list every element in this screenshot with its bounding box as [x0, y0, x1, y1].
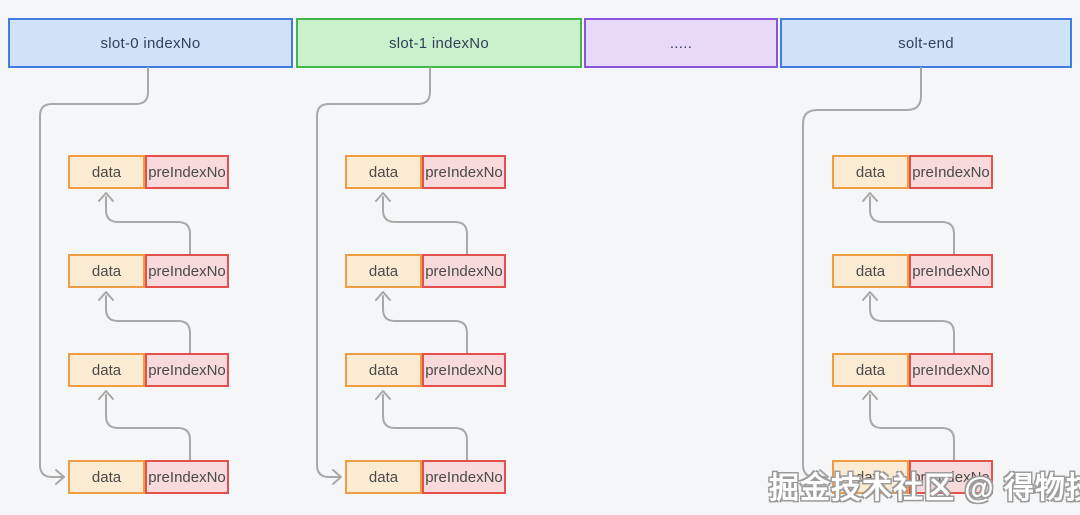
node-col2-row4: data preIndexNo	[345, 460, 506, 494]
node-preindexno-cell: preIndexNo	[909, 353, 993, 387]
node-preindexno-cell: preIndexNo	[422, 155, 506, 189]
node-col2-row2: data preIndexNo	[345, 254, 506, 288]
node-col3-row1: data preIndexNo	[832, 155, 993, 189]
slot1-connectors	[316, 67, 468, 485]
node-col3-row3: data preIndexNo	[832, 353, 993, 387]
node-data-cell: data	[68, 353, 145, 387]
watermark: 掘金技术社区 @ 得物技术	[769, 472, 1080, 505]
node-col1-row4: data preIndexNo	[68, 460, 229, 494]
node-data-cell: data	[345, 460, 422, 494]
node-data-cell: data	[345, 155, 422, 189]
node-preindexno-cell: preIndexNo	[422, 353, 506, 387]
slot-end-label: solt-end	[898, 34, 954, 52]
node-preindexno-cell: preIndexNo	[145, 155, 229, 189]
node-data-cell: data	[68, 254, 145, 288]
node-preindexno-cell: preIndexNo	[909, 155, 993, 189]
node-data-cell: data	[832, 254, 909, 288]
node-col3-row4: data preIndexNo	[832, 460, 993, 494]
node-preindexno-cell: preIndexNo	[422, 254, 506, 288]
node-col1-row3: data preIndexNo	[68, 353, 229, 387]
node-col1-row1: data preIndexNo	[68, 155, 229, 189]
node-data-cell: data	[68, 155, 145, 189]
node-col2-row3: data preIndexNo	[345, 353, 506, 387]
node-data-cell: data	[345, 353, 422, 387]
node-preindexno-cell: preIndexNo	[909, 254, 993, 288]
slot-0-box: slot-0 indexNo	[8, 18, 293, 68]
node-preindexno-cell: preIndexNo	[145, 353, 229, 387]
node-preindexno-cell: preIndexNo	[145, 254, 229, 288]
node-col1-row2: data preIndexNo	[68, 254, 229, 288]
node-preindexno-cell: preIndexNo	[145, 460, 229, 494]
node-data-cell: data	[345, 254, 422, 288]
node-preindexno-cell: preIndexNo	[909, 460, 993, 494]
node-preindexno-cell: preIndexNo	[422, 460, 506, 494]
slot-1-label: slot-1 indexNo	[388, 34, 490, 52]
slot-ellipsis-label: .....	[669, 34, 693, 52]
slot0-connectors	[39, 67, 191, 485]
slot-ellipsis-box: .....	[584, 18, 778, 68]
node-data-cell: data	[832, 155, 909, 189]
slot-1-box: slot-1 indexNo	[296, 18, 582, 68]
node-col3-row2: data preIndexNo	[832, 254, 993, 288]
slot-0-label: slot-0 indexNo	[100, 34, 201, 52]
node-data-cell: data	[832, 460, 909, 494]
slot-end-box: solt-end	[780, 18, 1072, 68]
slot-end-connectors	[802, 67, 955, 485]
node-data-cell: data	[68, 460, 145, 494]
node-col2-row1: data preIndexNo	[345, 155, 506, 189]
node-data-cell: data	[832, 353, 909, 387]
